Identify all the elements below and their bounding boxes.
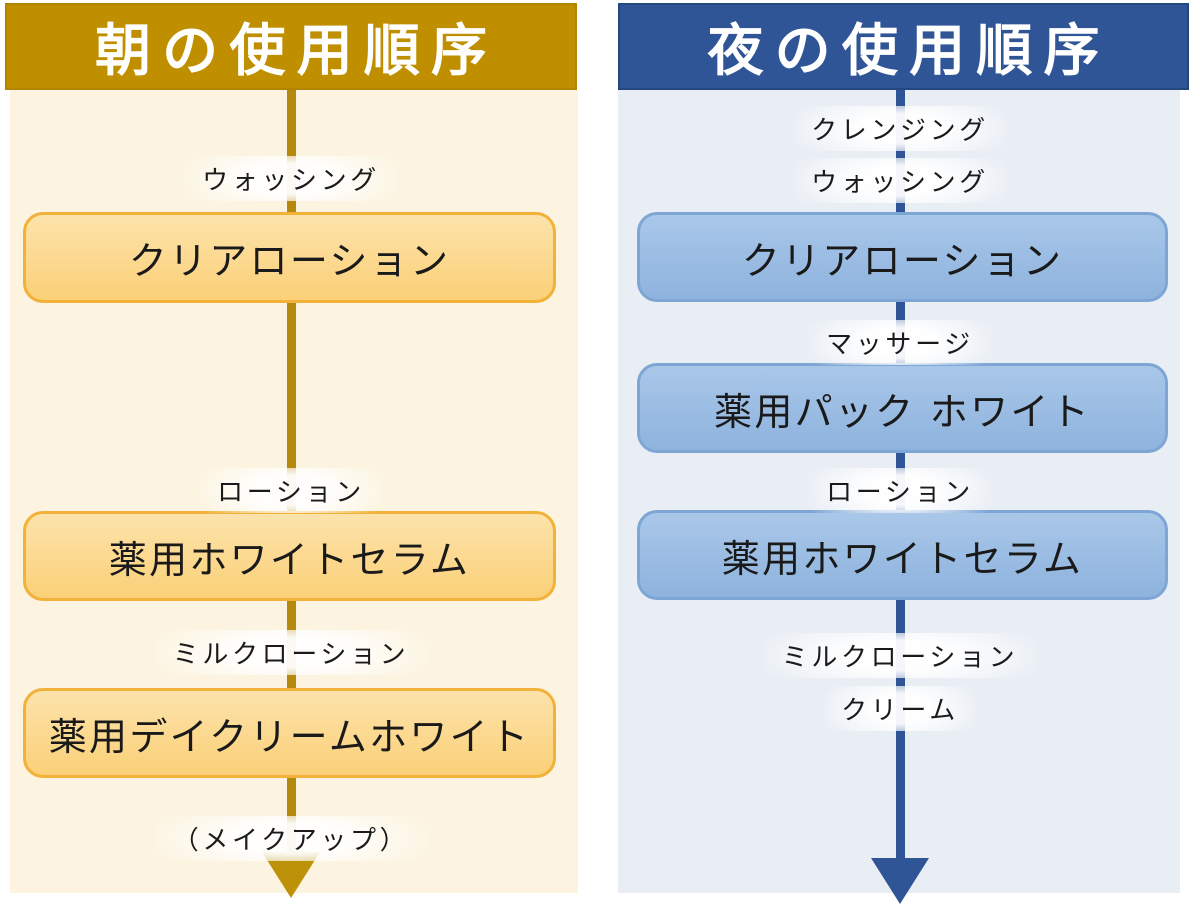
step-label-text: （メイクアップ） (154, 816, 428, 861)
step-label-text: クリーム (823, 686, 977, 731)
step-label: ミルクローション (700, 633, 1100, 678)
step-label: ウォッシング (91, 156, 491, 201)
step-label: クリーム (700, 686, 1100, 731)
morning-panel-header: 朝の使用順序 (5, 3, 577, 90)
step-label: （メイクアップ） (91, 816, 491, 861)
step-box: クリアローション (637, 212, 1168, 302)
step-box: 薬用ホワイトセラム (637, 510, 1168, 600)
step-label: クレンジング (700, 106, 1100, 151)
step-box: クリアローション (23, 212, 556, 303)
step-label-text: ウォッシング (793, 158, 1007, 203)
step-label-text: ウォッシング (184, 156, 398, 201)
step-label-text: クレンジング (793, 106, 1007, 151)
step-label: ウォッシング (700, 158, 1100, 203)
step-label-text: ミルクローション (763, 633, 1037, 678)
step-label-text: ローション (199, 468, 383, 513)
step-box: 薬用デイクリームホワイト (23, 688, 556, 778)
step-box: 薬用ホワイトセラム (23, 511, 556, 601)
night-panel-body: クレンジングウォッシングクリアローションマッサージ薬用パック ホワイトローション… (618, 90, 1180, 904)
step-label-text: マッサージ (808, 320, 992, 365)
step-label: ミルクローション (91, 630, 491, 675)
step-label: マッサージ (700, 320, 1100, 365)
morning-panel-body: ウォッシングクリアローションローション薬用ホワイトセラムミルクローション薬用デイ… (10, 90, 578, 898)
step-box: 薬用パック ホワイト (637, 363, 1168, 453)
step-label-text: ミルクローション (154, 630, 428, 675)
night-panel-header: 夜の使用順序 (618, 3, 1189, 90)
night-panel-title: 夜の使用順序 (707, 19, 1111, 84)
step-label: ローション (700, 468, 1100, 513)
down-arrow-icon (871, 858, 929, 904)
step-label-text: ローション (808, 468, 992, 513)
step-label: ローション (91, 468, 491, 513)
morning-panel-title: 朝の使用順序 (94, 19, 499, 84)
